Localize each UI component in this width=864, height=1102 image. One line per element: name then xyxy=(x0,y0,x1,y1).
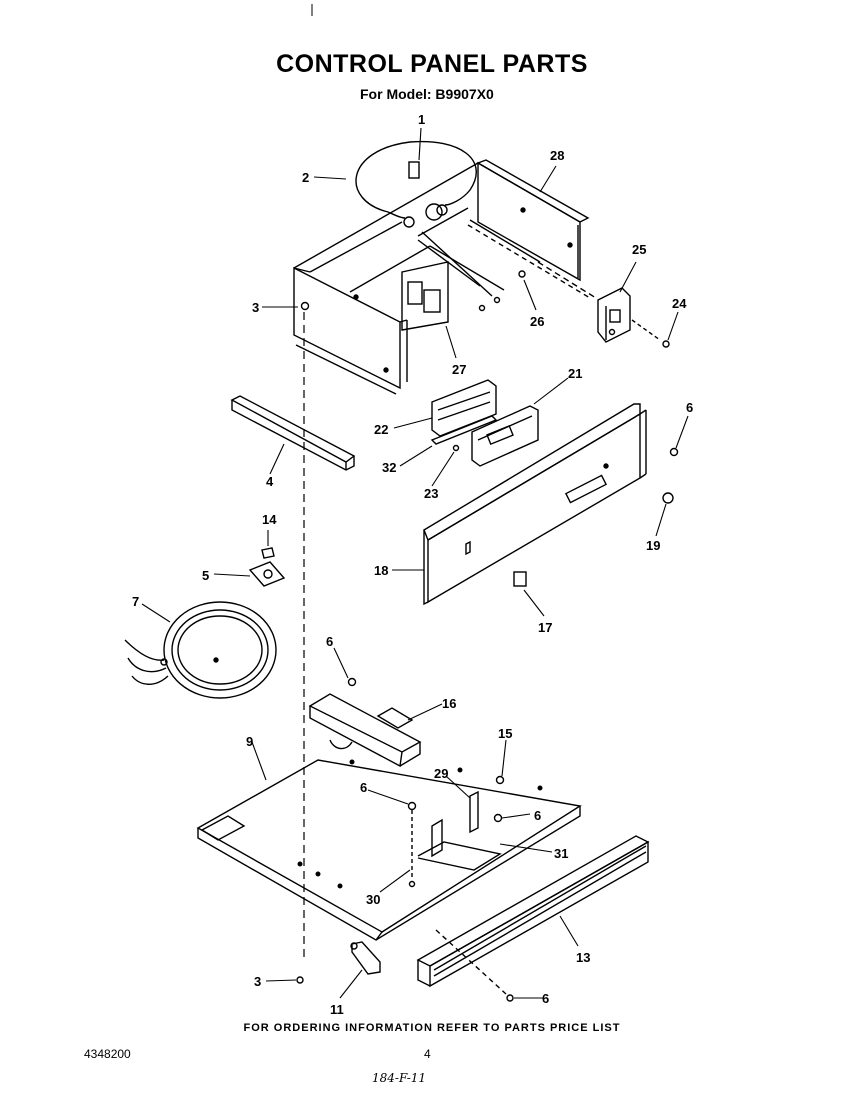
ordering-footer: FOR ORDERING INFORMATION REFER TO PARTS … xyxy=(243,1022,621,1034)
clip-11 xyxy=(351,941,381,975)
bracket-16 xyxy=(308,693,422,768)
callout-6-bracket: 6 xyxy=(326,634,333,649)
callout-21: 21 xyxy=(568,366,582,381)
control-box xyxy=(293,140,591,395)
callout-labels: 1 2 28 25 24 3 26 27 21 22 32 23 6 4 14 … xyxy=(132,112,693,1017)
callout-1: 1 xyxy=(418,112,425,127)
callout-11: 11 xyxy=(330,1002,344,1017)
callout-18: 18 xyxy=(374,563,388,578)
callout-16: 16 xyxy=(442,696,456,711)
knob-19 xyxy=(662,492,674,504)
callout-6-panel: 6 xyxy=(686,400,693,415)
strip-4 xyxy=(230,395,356,471)
callout-17: 17 xyxy=(538,620,552,635)
callout-2: 2 xyxy=(302,170,309,185)
floor-plate-9 xyxy=(196,677,582,941)
callout-30: 30 xyxy=(366,892,380,907)
callout-9: 9 xyxy=(246,734,253,749)
callout-25: 25 xyxy=(632,242,646,257)
clip-17 xyxy=(513,571,527,587)
front-panel-18 xyxy=(423,403,647,606)
callout-29: 29 xyxy=(434,766,448,781)
callout-7: 7 xyxy=(132,594,139,609)
callout-14: 14 xyxy=(262,512,277,527)
callout-15: 15 xyxy=(498,726,512,741)
document-number: 4348200 xyxy=(84,1047,131,1061)
callout-28: 28 xyxy=(550,148,564,163)
callout-24: 24 xyxy=(672,296,687,311)
callout-6-floor-right: 6 xyxy=(534,808,541,823)
power-cord-7 xyxy=(124,601,277,699)
callout-26: 26 xyxy=(530,314,544,329)
callout-4: 4 xyxy=(266,474,274,489)
callout-19: 19 xyxy=(646,538,660,553)
callout-13: 13 xyxy=(576,950,590,965)
plate-5 xyxy=(248,547,286,587)
callout-27: 27 xyxy=(452,362,466,377)
model-subtitle: For Model: B9907X0 xyxy=(360,86,494,102)
rail-13 xyxy=(416,835,650,988)
callout-22: 22 xyxy=(374,422,388,437)
switch-assembly xyxy=(430,379,539,467)
callout-3-top: 3 xyxy=(252,300,259,315)
leader-lines xyxy=(141,127,689,999)
callout-3-bottom: 3 xyxy=(254,974,261,989)
callout-32: 32 xyxy=(382,460,396,475)
callout-23: 23 xyxy=(424,486,438,501)
page-title: CONTROL PANEL PARTS xyxy=(276,50,588,78)
page-number: 4 xyxy=(424,1047,431,1061)
callout-6-rail: 6 xyxy=(542,991,549,1006)
handwritten-note: 184-F-11 xyxy=(372,1071,427,1085)
callout-5: 5 xyxy=(202,568,209,583)
callout-31: 31 xyxy=(554,846,568,861)
callout-6-floor-left: 6 xyxy=(360,780,367,795)
bracket-25 xyxy=(537,261,670,348)
